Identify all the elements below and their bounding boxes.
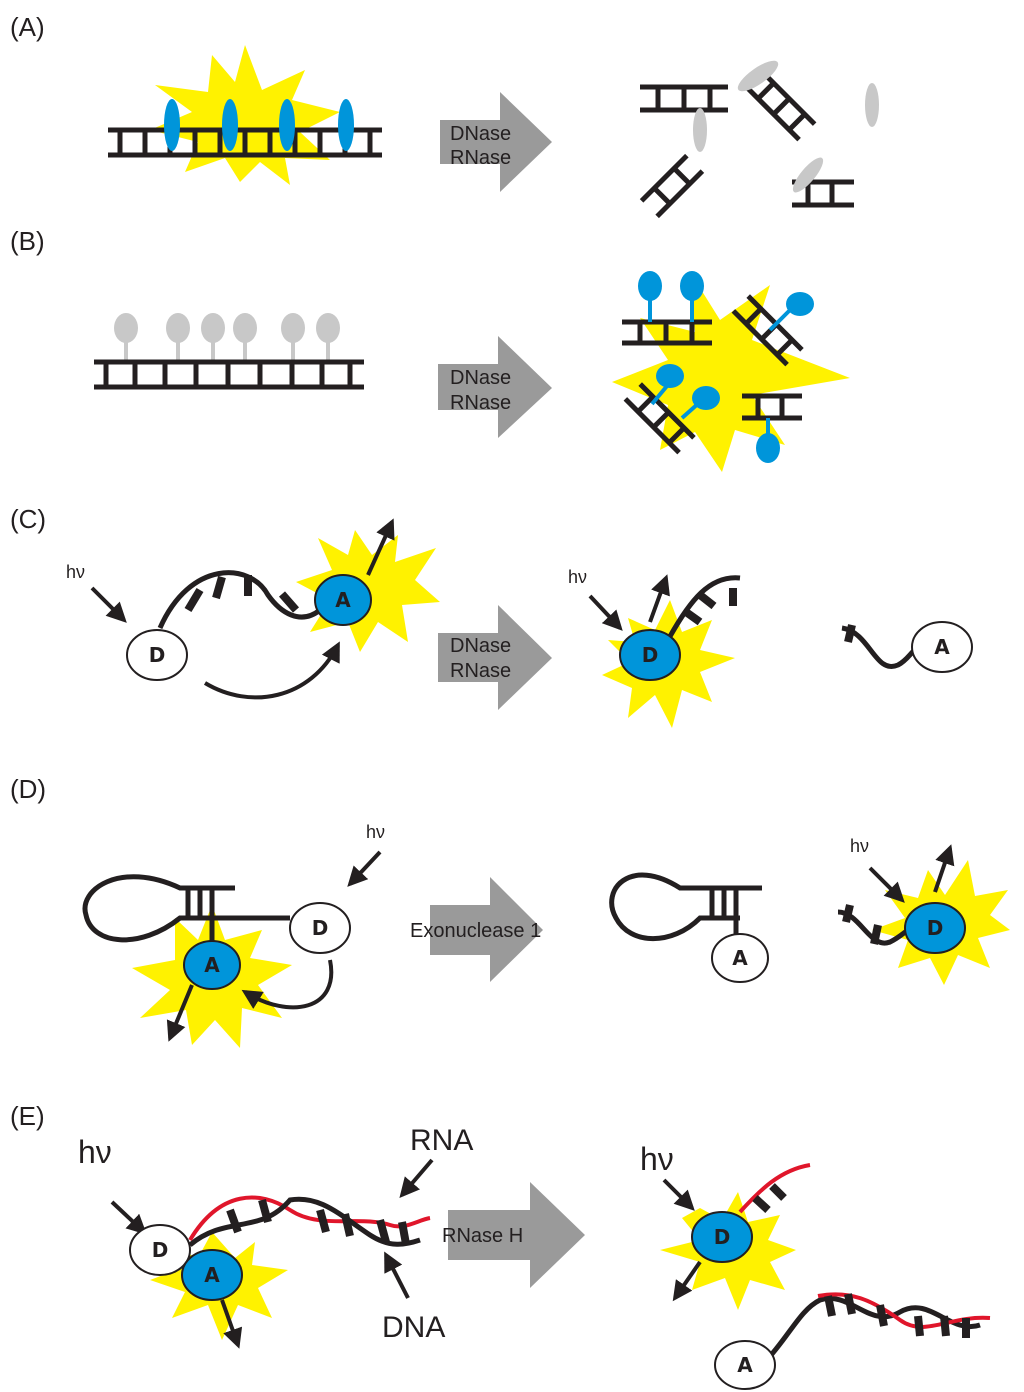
acceptor-label: A — [737, 1353, 753, 1377]
base-ticks — [842, 904, 882, 945]
process-label-line1: DNase — [450, 635, 511, 657]
process-label-line2: RNase — [450, 660, 511, 682]
single-strand-probe — [157, 570, 322, 630]
dna-pointer — [384, 1251, 410, 1299]
base-ticks — [226, 1198, 410, 1245]
donor-node: D — [126, 629, 188, 681]
process-label-line1: Exonuclease 1 — [410, 920, 541, 942]
panel-d: (D) A D hν Exonuclease 1 — [10, 774, 1010, 1048]
acceptor-node-active: A — [181, 1249, 243, 1301]
fluorescence-burst — [612, 272, 850, 472]
base-ticks — [683, 588, 737, 626]
acceptor-node: A — [911, 621, 973, 673]
energy-transfer-arrow — [203, 641, 340, 700]
excitation-arrow — [588, 594, 623, 631]
donor-label: D — [149, 643, 166, 667]
base-ticks — [824, 1293, 970, 1338]
donor-node-active: D — [619, 629, 681, 681]
process-arrow: Exonuclease 1 — [410, 877, 543, 982]
panel-d-label: (D) — [10, 774, 46, 804]
donor-label: D — [312, 916, 329, 940]
acceptor-label: A — [732, 946, 748, 970]
acceptor-label: A — [335, 588, 351, 612]
acceptor-node: A — [714, 1340, 776, 1390]
acceptor-node: A — [711, 933, 769, 983]
donor-node: D — [129, 1224, 191, 1276]
excitation-arrow — [347, 850, 382, 887]
panel-c: (C) hν D A DNase RNase hν — [10, 504, 973, 728]
activated-probe-labels — [638, 271, 814, 463]
excitation-arrow — [662, 1178, 695, 1211]
hairpin-stem — [700, 885, 762, 940]
rna-pointer — [399, 1158, 434, 1199]
energy-transfer-arrow — [241, 959, 334, 1010]
hairpin-loop-cleaved — [609, 872, 740, 941]
excitation-arrow — [90, 586, 127, 623]
panel-b: (B) DNase RNase — [10, 226, 850, 472]
acceptor-label: A — [204, 1263, 220, 1287]
excitation-label: hν — [66, 562, 85, 582]
process-label-line1: RNase H — [442, 1225, 523, 1247]
acceptor-label: A — [934, 635, 950, 659]
donor-label: D — [152, 1238, 169, 1262]
process-arrow: RNase H — [442, 1182, 585, 1288]
panel-a: (A) DNase RNase — [10, 12, 879, 219]
donor-node: D — [289, 902, 351, 954]
process-arrow: DNase RNase — [438, 605, 552, 710]
emission-arrow — [933, 844, 955, 893]
released-donor-strand — [665, 575, 741, 642]
rna-strand — [188, 1195, 431, 1242]
released-rna-strand — [738, 1163, 811, 1214]
hairpin-loop — [82, 874, 290, 943]
emission-arrow — [672, 1260, 702, 1302]
excitation-label: hν — [850, 836, 869, 856]
base-ticks — [752, 1183, 787, 1213]
double-strand-dna-intact — [94, 359, 364, 390]
panel-e-label: (E) — [10, 1101, 45, 1131]
emission-arrow — [648, 574, 670, 623]
donor-node-active: D — [691, 1211, 753, 1263]
excitation-label: hν — [568, 567, 587, 587]
intercalating-dye-bound — [164, 99, 354, 151]
released-dye — [693, 60, 879, 193]
rna-label: RNA — [410, 1124, 473, 1157]
hairpin-stem — [180, 885, 235, 945]
panel-a-label: (A) — [10, 12, 45, 42]
process-label-line1: DNase — [450, 367, 511, 389]
excitation-label: hν — [366, 822, 385, 842]
panel-c-label: (C) — [10, 504, 46, 534]
donor-label: D — [642, 643, 659, 667]
process-label-line1: DNase — [450, 123, 511, 145]
base-ticks — [184, 575, 300, 613]
excitation-label: hν — [640, 1141, 674, 1177]
excitation-arrow — [868, 866, 905, 903]
emission-arrow — [220, 1299, 243, 1349]
panel-e: (E) hν D A RNA DNA RNase H — [10, 1101, 991, 1390]
process-label-line2: RNase — [450, 147, 511, 169]
acceptor-node-active: A — [183, 940, 241, 990]
donor-label: D — [927, 916, 944, 940]
acceptor-node-active: A — [314, 574, 372, 626]
excitation-label: hν — [78, 1134, 112, 1170]
quenched-probe-labels — [114, 313, 340, 362]
donor-node-active: D — [904, 902, 966, 954]
process-arrow: DNase RNase — [440, 92, 552, 192]
base-tick — [844, 624, 856, 643]
acceptor-label: A — [204, 953, 220, 977]
dna-label: DNA — [382, 1311, 445, 1344]
emission-arrow — [366, 518, 395, 576]
panel-b-label: (B) — [10, 226, 45, 256]
process-arrow: DNase RNase — [438, 336, 552, 438]
excitation-arrow — [110, 1200, 147, 1235]
emission-arrow — [166, 984, 194, 1042]
dna-fragments — [639, 68, 854, 219]
donor-label: D — [714, 1225, 731, 1249]
process-label-line2: RNase — [450, 392, 511, 414]
